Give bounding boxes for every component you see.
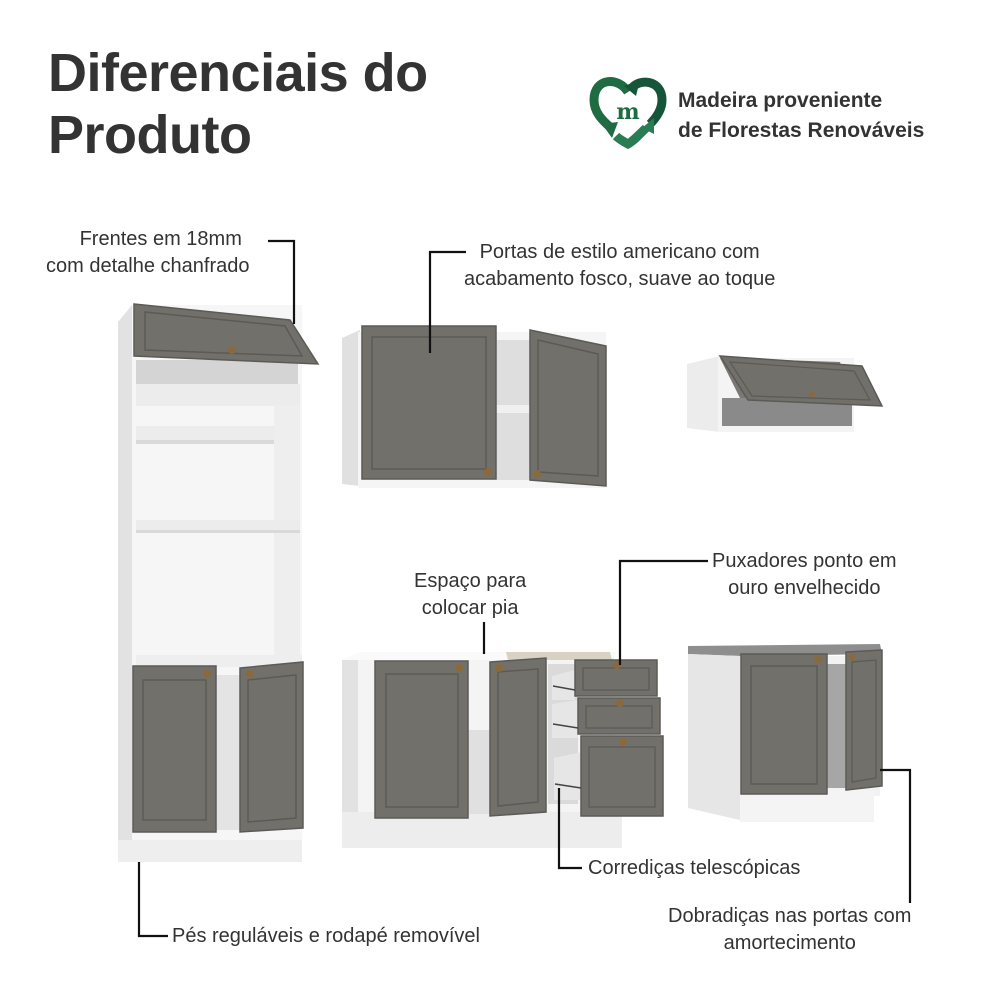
callout-gold-handles: Puxadores ponto em ouro envelhecido — [712, 548, 897, 602]
callout-handles-line-1: Puxadores ponto em — [712, 550, 897, 572]
callout-handles-line-2: ouro envelhecido — [728, 577, 881, 599]
callout-hinges-line-1: Dobradiças nas portas com — [668, 905, 912, 927]
wall-cabinet-two-doors — [342, 325, 607, 488]
callout-fronts-line-1: Frentes em 18mm — [79, 228, 242, 250]
badge-line-1: Madeira proveniente — [678, 89, 883, 112]
callout-fronts-18mm: Frentes em 18mm com detalhe chanfrado — [46, 226, 249, 280]
tall-oven-cabinet — [118, 303, 320, 862]
callout-american-doors: Portas de estilo americano com acabament… — [464, 239, 775, 293]
badge-line-2: de Florestas Renováveis — [678, 119, 925, 142]
base-cabinet-countertop — [688, 644, 883, 822]
callout-doors-line-1: Portas de estilo americano com — [479, 241, 760, 263]
svg-text:m: m — [616, 99, 639, 125]
title-line-1: Diferenciais do — [48, 43, 428, 103]
badge-text: Madeira proveniente de Florestas Renováv… — [678, 86, 924, 146]
page-title: Diferenciais do Produto — [48, 42, 428, 166]
callout-sink-line-1: Espaço para — [414, 570, 527, 592]
title-line-2: Produto — [48, 105, 252, 165]
callout-hinges-line-2: amortecimento — [723, 932, 856, 954]
callout-soft-close-hinges: Dobradiças nas portas com amortecimento — [668, 903, 911, 957]
callout-leader-lines — [137, 239, 912, 938]
callout-sink-line-2: colocar pia — [421, 597, 519, 619]
callout-fronts-line-2: com detalhe chanfrado — [46, 255, 250, 277]
callout-slides-line-1: Corrediças telescópicas — [588, 857, 801, 879]
recycle-heart-m-icon: m — [589, 77, 667, 150]
sink-base-cabinet — [342, 652, 664, 848]
callout-sink-space: Espaço para colocar pia — [414, 568, 526, 622]
callout-adjustable-feet: Pés reguláveis e rodapé removível — [172, 923, 480, 950]
callout-feet-line-1: Pés reguláveis e rodapé removível — [172, 925, 480, 947]
wall-cabinet-flap — [687, 355, 884, 432]
callout-telescopic-slides: Corrediças telescópicas — [588, 855, 800, 882]
callout-doors-line-2: acabamento fosco, suave ao toque — [464, 268, 776, 290]
